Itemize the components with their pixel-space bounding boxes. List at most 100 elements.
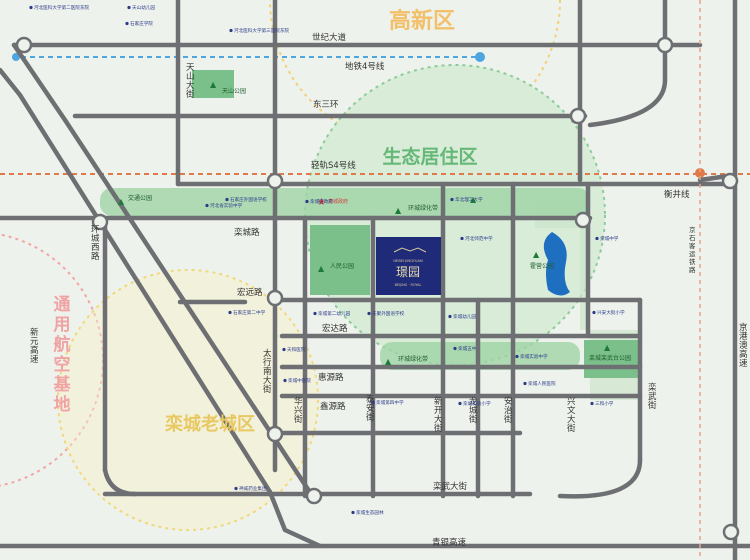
poi-label: 兴安大街小学	[597, 309, 625, 316]
poi-marker: 三和小学	[590, 400, 614, 407]
poi-pin-icon	[367, 311, 371, 316]
poi-label: 石家庄外国语学校	[230, 196, 267, 203]
poi-label: 栾城第四中学	[376, 399, 404, 406]
government-label: 栾城政府	[328, 198, 348, 205]
poi-marker: 栾城五中	[453, 345, 477, 352]
svg-text:▲: ▲	[210, 80, 217, 89]
svg-text:华兴街: 华兴街	[294, 396, 303, 425]
rail-station-icon	[695, 168, 705, 178]
poi-label: 三和小学	[595, 400, 614, 407]
svg-text:▲: ▲	[318, 264, 325, 273]
svg-text:太行南大街: 太行南大街	[263, 348, 272, 395]
road-qingyin: 青银高速	[432, 537, 467, 548]
poi-pin-icon	[453, 346, 457, 351]
green-blocks	[290, 200, 640, 400]
project-sub: HEBEI·JINGYUAN	[393, 259, 423, 263]
svg-text:环城绿化带: 环城绿化带	[408, 204, 438, 212]
poi-label: 天聚外国语学校	[372, 310, 405, 317]
poi-pin-icon	[229, 28, 233, 33]
svg-text:▲: ▲	[470, 195, 477, 204]
poi-label: 河北医科大学第二医院东院	[34, 4, 90, 11]
poi-pin-icon	[458, 401, 462, 406]
poi-label: 栾城中学	[600, 235, 619, 242]
svg-text:泰安街: 泰安街	[366, 394, 375, 423]
lightrail-label: 轻轨S4号线	[311, 160, 356, 171]
project-name: 璟园	[396, 265, 420, 279]
road-xinyuan: 鑫源路	[320, 401, 346, 412]
poi-marker: 栾城人民医院	[523, 380, 556, 387]
road-luanwu-dajie: 栾武大街	[433, 481, 468, 492]
svg-text:▲: ▲	[604, 343, 611, 352]
poi-label: 栾城幼儿园	[453, 313, 476, 320]
poi-marker: 栾城第四中学	[371, 399, 404, 406]
svg-text:▲: ▲	[395, 206, 402, 215]
poi-marker: 天聚外国语学校	[367, 310, 405, 317]
interchanges	[15, 36, 740, 541]
poi-label: 栾城五中	[458, 345, 477, 352]
poi-pin-icon	[228, 310, 232, 315]
poi-label: 栾城实验中学	[520, 353, 548, 360]
road-hengjing: 衡井线	[664, 189, 690, 200]
poi-label: 栾城人民医院	[528, 380, 556, 387]
poi-pin-icon	[282, 347, 286, 352]
poi-label: 华北理工大学	[455, 196, 483, 203]
district-aviation: 通用航空基地	[53, 295, 72, 415]
metro-station-icon	[12, 53, 20, 61]
svg-text:新开大街: 新开大街	[434, 396, 443, 434]
poi-label: 天和医院	[287, 346, 306, 353]
lake	[543, 232, 570, 296]
poi-pin-icon	[205, 203, 209, 208]
poi-marker: 栾城生态园林	[351, 509, 384, 516]
project-block	[376, 237, 441, 295]
svg-text:环城西路: 环城西路	[91, 225, 100, 262]
poi-marker: 栾城幼儿园	[448, 313, 476, 320]
poi-pin-icon	[523, 381, 527, 386]
poi-marker: 兴安大街小学	[592, 309, 625, 316]
svg-text:兴文大街: 兴文大街	[567, 397, 576, 434]
poi-label: 石家庄第二中学	[233, 309, 266, 316]
svg-text:栾武街: 栾武街	[648, 382, 657, 411]
metro-station-icon	[475, 52, 485, 62]
road-dongsanhuan: 东三环	[313, 99, 339, 110]
renmin-park	[310, 225, 370, 295]
svg-text:▲: ▲	[385, 357, 392, 366]
poi-marker: 石家庄学院	[125, 20, 153, 27]
tianshan-park	[192, 70, 234, 98]
project-logo-icon	[393, 247, 427, 253]
poi-pin-icon	[450, 197, 454, 202]
poi-label: 神威药业集团	[239, 485, 267, 492]
poi-marker: 河北医科大学第三医院东院	[229, 27, 290, 34]
poi-pin-icon	[460, 236, 464, 241]
vertical-road-labels: 天山大街 环城西路 太行南大街 华兴街 泰安街 新开大街 龙城街 安治街 兴文大…	[30, 63, 748, 434]
svg-text:霍营公园: 霍营公园	[530, 262, 554, 270]
poi-marker: 河北省实验中学	[205, 202, 243, 209]
poi-marker: 栾城中医院	[283, 377, 311, 384]
road-luancheng: 栾城路	[234, 227, 260, 238]
road-hongda: 宏达路	[322, 323, 348, 334]
svg-text:安治街: 安治街	[504, 396, 513, 425]
poi-marker: 栾城中学	[595, 235, 619, 242]
poi-label: 河北医科大学第三医院东院	[234, 27, 290, 34]
poi-pin-icon	[371, 400, 375, 405]
road-shiji: 世纪大道	[312, 32, 347, 43]
svg-text:▲: ▲	[118, 197, 125, 206]
svg-text:龙城街: 龙城街	[469, 396, 478, 425]
road-huiyuan: 惠源路	[318, 372, 344, 383]
svg-text:天山大街: 天山大街	[186, 63, 195, 100]
poi-marker: 河北师范中学	[460, 235, 493, 242]
poi-pin-icon	[305, 199, 309, 204]
project-foot: BEIJING · ROYAL	[395, 283, 422, 287]
svg-text:人民公园: 人民公园	[330, 263, 354, 270]
tree-icons: ▲ ▲ ▲ ▲ ▲ ▲ ▲ ▲	[118, 80, 611, 366]
poi-label: 栾城实验小学	[463, 400, 491, 407]
poi-marker: 石家庄第二中学	[228, 309, 266, 316]
poi-marker: 栾城区政府	[305, 198, 333, 205]
poi-label: 天山幼儿园	[132, 4, 155, 11]
poi-pin-icon	[125, 21, 129, 26]
poi-label: 栾城区政府	[310, 198, 333, 205]
poi-label: 河北省实验中学	[210, 202, 243, 209]
district-eco: 生态居住区	[382, 145, 477, 168]
poi-pin-icon	[592, 310, 596, 315]
poi-marker: 河北医科大学第二医院东院	[29, 4, 90, 11]
